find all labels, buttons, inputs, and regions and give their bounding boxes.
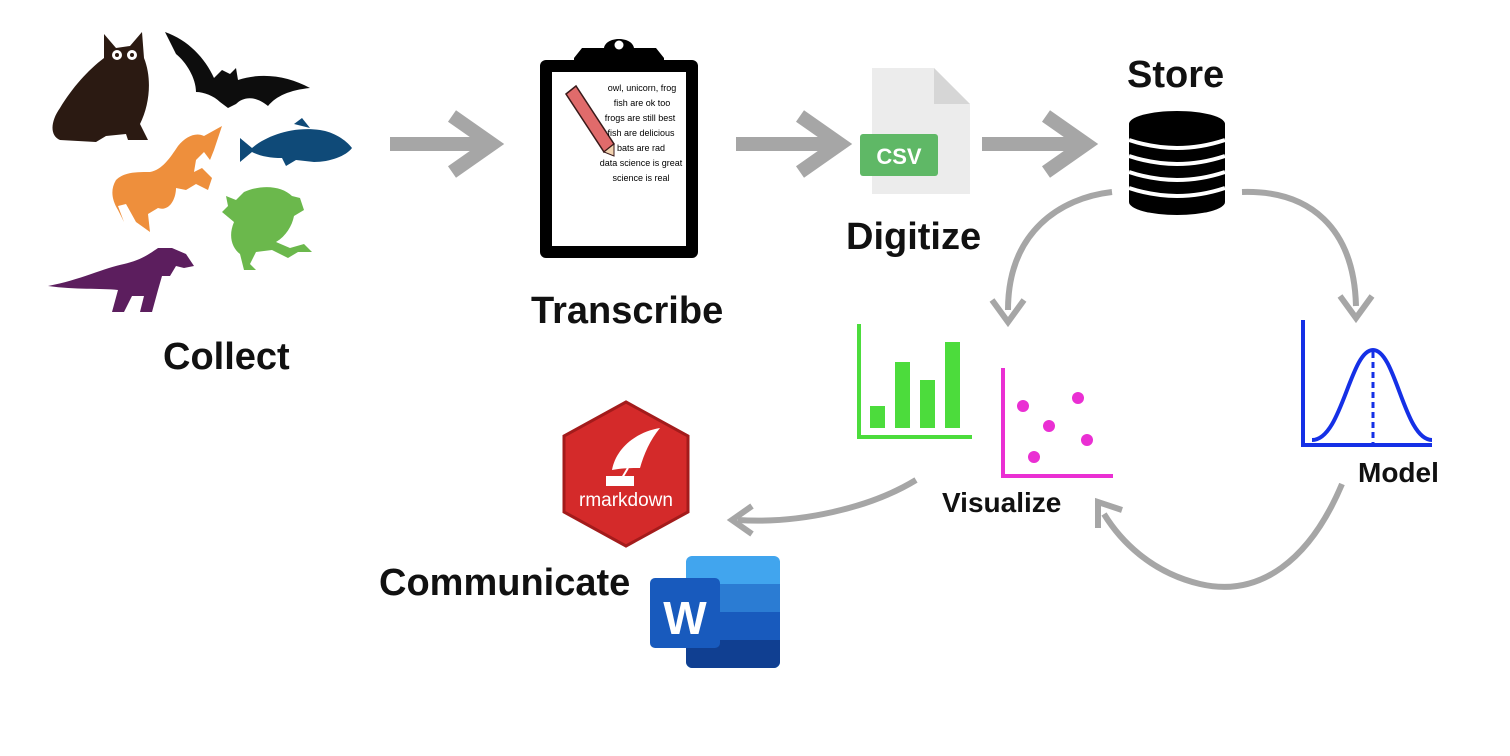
rmarkdown-logo-text: rmarkdown — [579, 490, 673, 511]
word-logo-letter: W — [663, 592, 707, 644]
database-icon — [1128, 111, 1226, 215]
frog-icon — [222, 187, 312, 270]
collect-label: Collect — [163, 336, 290, 378]
pencil-icon — [564, 84, 616, 157]
csv-file-icon: CSV — [860, 68, 970, 194]
bat-icon — [165, 32, 310, 108]
csv-badge-text: CSV — [876, 144, 922, 169]
arrow-collect-to-transcribe — [390, 110, 505, 178]
clipboard-note: science is real — [612, 173, 669, 183]
communicate-label: Communicate — [379, 562, 631, 604]
clipboard-notes: owl, unicorn, frog fish are ok too frogs… — [600, 83, 683, 183]
bar-chart-icon — [857, 324, 972, 439]
dinosaur-icon — [48, 248, 194, 312]
arrow-visualize-to-communicate — [726, 477, 918, 537]
visualize-label: Visualize — [942, 487, 1062, 518]
bell-curve-icon — [1301, 320, 1433, 447]
digitize-label: Digitize — [846, 216, 982, 258]
arrow-digitize-to-store — [982, 110, 1099, 178]
clipboard-note: owl, unicorn, frog — [608, 83, 677, 93]
scatter-plot-icon — [1001, 368, 1113, 478]
owl-icon — [52, 32, 149, 142]
rmarkdown-logo: rmarkdown — [562, 400, 690, 548]
clipboard-note: fish are ok too — [614, 98, 671, 108]
transcribe-label: Transcribe — [531, 290, 724, 332]
clipboard-note: bats are rad — [617, 143, 665, 153]
fish-icon — [240, 118, 352, 166]
arrow-transcribe-to-digitize — [736, 110, 853, 178]
store-label: Store — [1127, 54, 1225, 96]
arrow-store-to-visualize — [989, 189, 1113, 328]
clipboard-note: fish are delicious — [607, 128, 675, 138]
clipboard-note: frogs are still best — [605, 113, 676, 123]
model-label: Model — [1358, 457, 1439, 488]
clipboard-note: data science is great — [600, 158, 683, 168]
word-logo: W — [650, 556, 780, 668]
arrow-store-to-model — [1241, 188, 1375, 324]
unicorn-icon — [112, 126, 222, 232]
arrow-model-to-visualize — [1095, 482, 1345, 590]
